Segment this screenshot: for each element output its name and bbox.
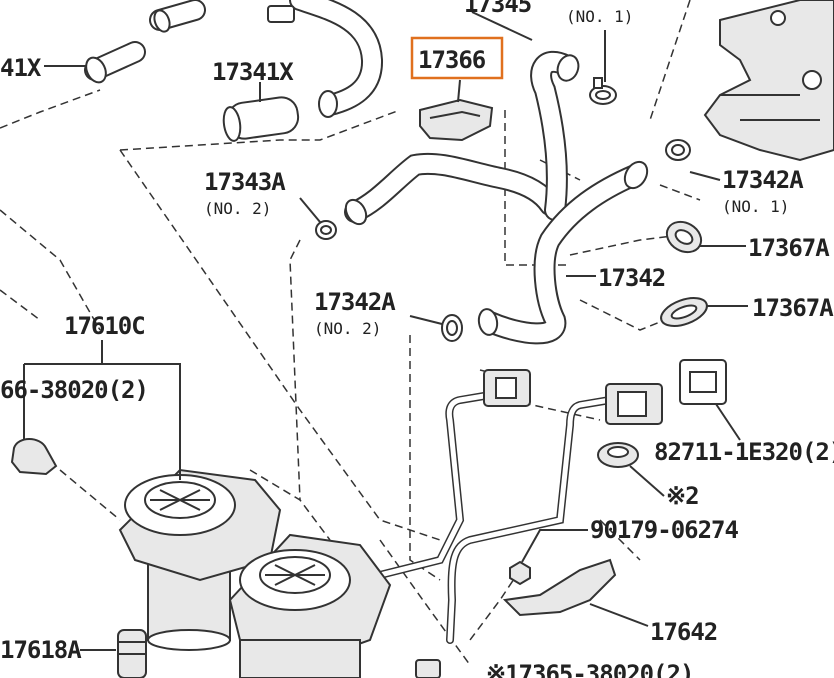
leader-lines: [23, 11, 748, 651]
label-note2[interactable]: ※2: [666, 482, 700, 510]
label-17367a-2[interactable]: 17367A: [752, 294, 834, 322]
label-82711[interactable]: 82711-1E320(2): [654, 438, 834, 466]
bracket-17366[interactable]: [419, 98, 494, 142]
clip-top[interactable]: [267, 5, 295, 23]
valve-assembly-top-right[interactable]: [703, 0, 834, 162]
label-17366[interactable]: 17366: [418, 46, 487, 74]
clamp-17342a-right[interactable]: [665, 139, 691, 161]
hose-17341x-left[interactable]: [82, 41, 146, 86]
plug-17618a[interactable]: [117, 629, 147, 678]
clip-82711[interactable]: [679, 359, 727, 405]
label-17610c[interactable]: 17610C: [64, 312, 146, 340]
label-17342a-left[interactable]: 17342A: [314, 288, 397, 316]
bracket-17642[interactable]: [502, 558, 617, 617]
clamp-no1-top[interactable]: [589, 77, 617, 105]
air-pump-lower[interactable]: [228, 533, 392, 678]
label-17342a-left-sub: (NO. 2): [314, 319, 381, 338]
label-17618a[interactable]: 17618A: [0, 636, 83, 664]
label-17365[interactable]: ※17365-38020(2): [486, 660, 694, 678]
label-90366[interactable]: 66-38020(2): [0, 376, 149, 404]
label-17345[interactable]: 17345: [464, 0, 532, 18]
label-90179[interactable]: 90179-06274: [590, 516, 739, 544]
hose-17343a[interactable]: [342, 152, 561, 228]
hose-17345[interactable]: [530, 50, 582, 221]
grommet-note2[interactable]: [597, 442, 639, 468]
air-pump-upper[interactable]: [118, 468, 282, 651]
label-no1-top: (NO. 1): [566, 7, 633, 26]
label-17343a-sub: (NO. 2): [204, 199, 271, 218]
clamp-17342a-left[interactable]: [441, 314, 463, 342]
hose-upper-bend[interactable]: [149, 0, 383, 118]
cushion-17367a-2[interactable]: [657, 293, 710, 332]
label-17342[interactable]: 17342: [598, 264, 666, 292]
hose-17341x[interactable]: [222, 95, 300, 142]
connector-right[interactable]: [605, 383, 663, 425]
connector-left[interactable]: [483, 369, 531, 407]
label-17342a-right-sub: (NO. 1): [722, 197, 789, 216]
label-17341x[interactable]: 17341X: [212, 58, 295, 86]
bolt-17365[interactable]: [415, 659, 441, 678]
label-17341x-left[interactable]: 41X: [0, 54, 43, 82]
label-17642[interactable]: 17642: [650, 618, 718, 646]
nut-90179[interactable]: [509, 560, 531, 586]
label-17343a[interactable]: 17343A: [204, 168, 287, 196]
label-17342a-right[interactable]: 17342A: [722, 166, 805, 194]
clip-90366[interactable]: [10, 438, 58, 476]
pipe-assembly[interactable]: [316, 391, 614, 644]
hose-17342[interactable]: [477, 158, 652, 345]
clamp-17343a[interactable]: [315, 220, 337, 240]
cushion-17367a-1[interactable]: [661, 216, 706, 258]
label-17367a-1[interactable]: 17367A: [748, 234, 831, 262]
highlight-box-17366: [410, 36, 504, 80]
